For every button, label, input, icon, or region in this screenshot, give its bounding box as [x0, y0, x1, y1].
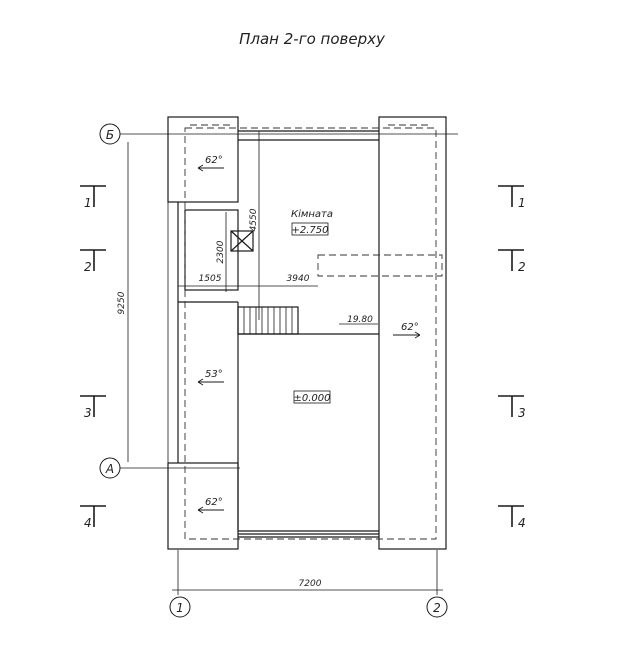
section-mark-4-right: 4: [518, 516, 526, 530]
dim-right-width: 3940: [287, 274, 310, 284]
section-mark-1-left: 1: [84, 196, 92, 210]
axis-label-1: 1: [176, 601, 184, 615]
section-mark-3-left: 3: [84, 406, 92, 420]
axis-bubble-1: [169, 596, 191, 618]
dashed-window: [317, 254, 443, 277]
section-mark-2-left: 2: [84, 260, 92, 274]
dim-small-height: 2300: [216, 240, 226, 263]
axis-label-a: А: [105, 462, 114, 476]
section-mark-4-left: 4: [84, 516, 92, 530]
wall-block-top-left: [167, 116, 239, 203]
slope-right: 62°: [401, 322, 419, 333]
dim-stair-mark: 19.80: [347, 315, 373, 325]
slope-bottom-left: 62°: [205, 497, 223, 508]
drawing-title: План 2-го поверху: [239, 30, 385, 48]
axis-label-2: 2: [433, 601, 441, 615]
slope-left-middle: 53°: [205, 369, 223, 380]
axis-bubble-2: [426, 596, 448, 618]
room-level: +2.750: [291, 225, 328, 236]
wall-right: [378, 116, 447, 550]
axis-bubble-b: [99, 123, 121, 145]
wall-block-bottom-left: [167, 462, 239, 550]
section-mark-1-right: 1: [518, 196, 526, 210]
dim-left-width: 1505: [199, 274, 222, 284]
dim-room-height: 4550: [249, 208, 259, 231]
slope-top-left: 62°: [205, 155, 223, 166]
axis-bubble-a: [99, 457, 121, 479]
dim-total-width: 7200: [299, 579, 322, 589]
section-mark-2-right: 2: [518, 260, 526, 274]
room-name: Кімната: [291, 208, 333, 220]
lower-level: ±0.000: [293, 393, 330, 404]
axis-label-b: Б: [106, 128, 114, 142]
section-mark-3-right: 3: [518, 406, 526, 420]
roof-outline: [184, 127, 437, 540]
dim-total-height: 9250: [117, 291, 127, 314]
